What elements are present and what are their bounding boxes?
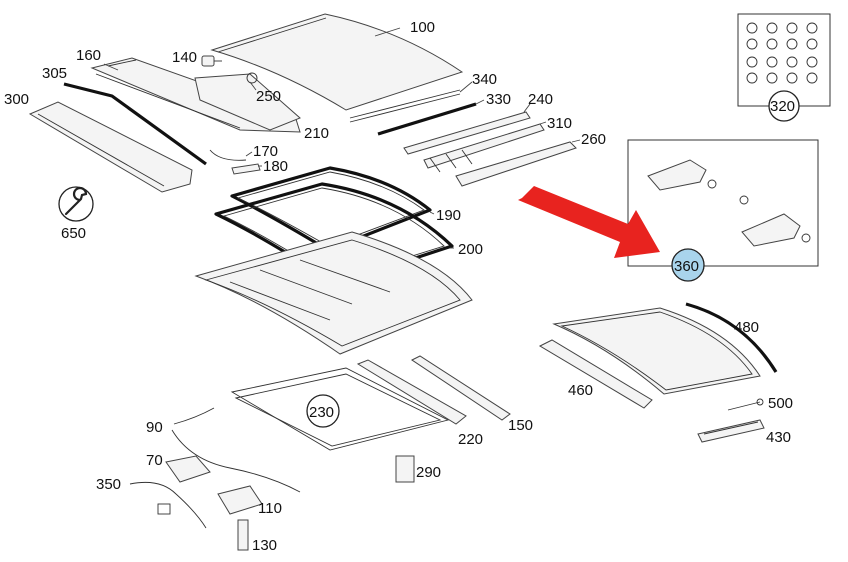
strip-305: [63, 82, 207, 166]
callout-230: 230: [309, 404, 334, 421]
callout-200: 200: [458, 241, 483, 258]
kit-box-360: [627, 139, 819, 282]
glass-480: [552, 302, 778, 395]
callout-260: 260: [581, 131, 606, 148]
rail-150: [411, 355, 511, 421]
callout-100: 100: [410, 19, 435, 36]
cover-300: [28, 101, 193, 193]
glass-panel-100: [210, 13, 464, 111]
callout-210: 210: [304, 125, 329, 142]
callout-250: 250: [256, 88, 281, 105]
bolt-130: [237, 519, 249, 551]
rail-240: [403, 103, 531, 155]
callout-330: 330: [486, 91, 511, 108]
rail-220: [356, 359, 467, 425]
rail-260: [455, 139, 581, 187]
seal-frame-190: [230, 166, 435, 252]
callout-300: 300: [4, 91, 29, 108]
cable-170: [209, 149, 253, 161]
callout-70: 70: [146, 452, 163, 469]
wrench-icon: [58, 186, 94, 222]
callout-90: 90: [146, 419, 163, 436]
callout-160: 160: [76, 47, 101, 64]
bracket-250: [194, 72, 301, 131]
callout-180: 180: [263, 158, 288, 175]
callout-140: 140: [172, 49, 197, 66]
callout-650: 650: [61, 225, 86, 242]
module-290: [395, 455, 415, 483]
callout-240: 240: [528, 91, 553, 108]
clip-180: [231, 163, 262, 175]
callout-350: 350: [96, 476, 121, 493]
motor-70: [165, 455, 211, 483]
callout-480: 480: [734, 319, 759, 336]
cable-90: [171, 407, 301, 493]
callout-360: 360: [674, 258, 699, 275]
rail-430: [697, 419, 765, 443]
callout-290: 290: [416, 464, 441, 481]
callout-190: 190: [436, 207, 461, 224]
callout-310: 310: [547, 115, 572, 132]
kit-box-320: [737, 13, 831, 122]
roof-housing: [194, 231, 473, 355]
callout-170: 170: [253, 143, 278, 160]
pin-500: [727, 398, 764, 411]
motor-110: [217, 485, 263, 515]
callout-500: 500: [768, 395, 793, 412]
callout-320: 320: [770, 98, 795, 115]
callout-305: 305: [42, 65, 67, 82]
harness-350: [129, 481, 207, 529]
callout-150: 150: [508, 417, 533, 434]
seal-frame-200: [214, 182, 454, 286]
rail-340: [349, 81, 473, 123]
red-arrow: [518, 186, 660, 258]
seal-330: [377, 99, 485, 136]
bolt-140: [201, 55, 222, 67]
callout-110: 110: [258, 500, 282, 517]
callout-460: 460: [568, 382, 593, 399]
drain-frame-230: [230, 367, 450, 451]
callout-340: 340: [472, 71, 497, 88]
callout-430: 430: [766, 429, 791, 446]
rail-460: [538, 339, 653, 409]
callout-220: 220: [458, 431, 483, 448]
callout-130: 130: [252, 537, 277, 554]
rail-310: [423, 121, 547, 173]
